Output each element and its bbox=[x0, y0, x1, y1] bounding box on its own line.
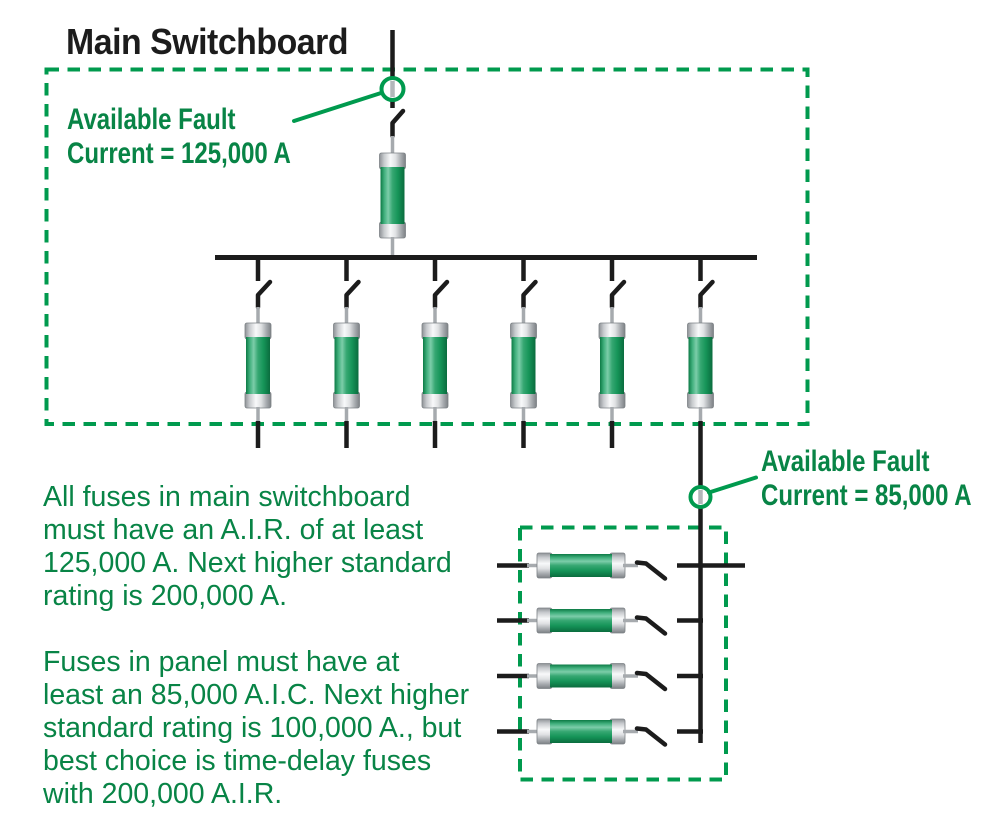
note-switchboard: All fuses in main switchboard must have … bbox=[43, 481, 452, 613]
fault-current-label-main-line1: Available Fault bbox=[67, 103, 236, 136]
note-panel-line4: best choice is time-delay fuses bbox=[43, 745, 432, 777]
fault-current-label-main-line2: Current = 125,000 A bbox=[67, 137, 291, 170]
fault-current-label-panel: Available Fault Current = 85,000 A bbox=[761, 445, 972, 513]
panel-fuse bbox=[536, 718, 626, 745]
panel-switch-blade bbox=[634, 726, 668, 747]
panel-fuse bbox=[536, 663, 626, 689]
branch-fuse bbox=[687, 322, 714, 409]
note-switchboard-line2: must have an A.I.R. of at least bbox=[43, 514, 424, 546]
branch-circuit-1 bbox=[244, 259, 273, 448]
main-fuse bbox=[379, 152, 406, 239]
branch-fuse bbox=[421, 322, 449, 409]
panel-circuit-4 bbox=[497, 718, 703, 747]
note-panel-line2: least an 85,000 A.I.C. Next higher bbox=[43, 679, 470, 711]
branch-circuit-6-panel-feeder bbox=[687, 259, 715, 743]
panel-circuit-2 bbox=[497, 607, 703, 636]
fault-point-ring-icon bbox=[379, 76, 406, 102]
fault-current-label-main: Available Fault Current = 125,000 A bbox=[67, 103, 291, 171]
note-panel-line1: Fuses in panel must have at bbox=[43, 646, 400, 678]
fault-current-label-panel-line2: Current = 85,000 A bbox=[761, 479, 972, 512]
fault-current-label-panel-line1: Available Fault bbox=[761, 445, 930, 478]
main-switchboard-boundary bbox=[44, 67, 810, 426]
branch-circuit-2 bbox=[333, 259, 361, 448]
branch-circuit-4 bbox=[510, 259, 538, 448]
branch-fuse bbox=[333, 322, 360, 409]
page-title: Main Switchboard bbox=[66, 21, 349, 62]
fault-point-panel bbox=[688, 475, 758, 509]
branch-switch-blade bbox=[255, 279, 273, 310]
note-switchboard-line4: rating is 200,000 A. bbox=[43, 580, 288, 612]
panel-circuit-1 bbox=[497, 552, 745, 581]
main-switch-blade bbox=[390, 108, 406, 139]
panel-switch-blade bbox=[634, 615, 668, 636]
leader-line-main bbox=[292, 91, 383, 123]
branch-fuse bbox=[510, 322, 537, 409]
note-switchboard-line1: All fuses in main switchboard bbox=[43, 481, 411, 513]
branch-switch-blade bbox=[521, 279, 538, 310]
panel-switch-blade bbox=[634, 670, 668, 692]
branch-fuse bbox=[598, 322, 626, 409]
branch-switch-blade bbox=[609, 279, 627, 310]
fault-point-ring-icon bbox=[688, 485, 713, 509]
branch-circuit-5 bbox=[598, 259, 627, 448]
branch-fuse bbox=[244, 322, 272, 409]
branch-circuit-3 bbox=[421, 259, 450, 448]
main-feeder bbox=[379, 30, 406, 255]
branch-switch-blade bbox=[432, 279, 450, 310]
fault-point-main bbox=[292, 76, 406, 123]
panel-fuse bbox=[536, 552, 626, 579]
panel-circuit-3 bbox=[497, 663, 703, 692]
branch-switch-blade bbox=[698, 279, 715, 310]
note-switchboard-line3: 125,000 A. Next higher standard bbox=[43, 547, 452, 579]
note-panel: Fuses in panel must have at least an 85,… bbox=[43, 646, 469, 811]
note-panel-line3: standard rating is 100,000 A., but bbox=[43, 712, 462, 744]
branch-switch-blade bbox=[344, 279, 361, 310]
note-panel-line5: with 200,000 A.I.R. bbox=[43, 778, 283, 810]
panel-switch-blade bbox=[634, 560, 668, 581]
panel-fuse bbox=[536, 607, 626, 634]
leader-line-panel bbox=[707, 475, 758, 495]
